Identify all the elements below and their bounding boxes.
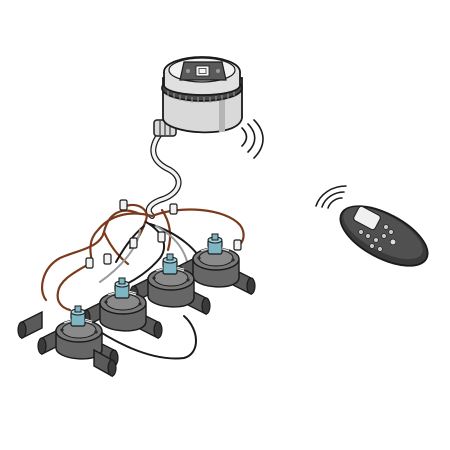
- controller-display: [179, 61, 227, 81]
- remote-screen: [353, 205, 381, 231]
- manifold-pipes: [17, 310, 117, 378]
- wireless-signal-icon: [241, 119, 264, 159]
- remote-buttons: [358, 224, 397, 252]
- remote-signal-icon: [315, 185, 347, 209]
- black-wires: [85, 221, 205, 360]
- wire-connectors: [85, 199, 242, 269]
- irrigation-controller-icon: [153, 56, 243, 137]
- main-cable: [145, 127, 182, 219]
- remote-control-icon: [339, 205, 429, 267]
